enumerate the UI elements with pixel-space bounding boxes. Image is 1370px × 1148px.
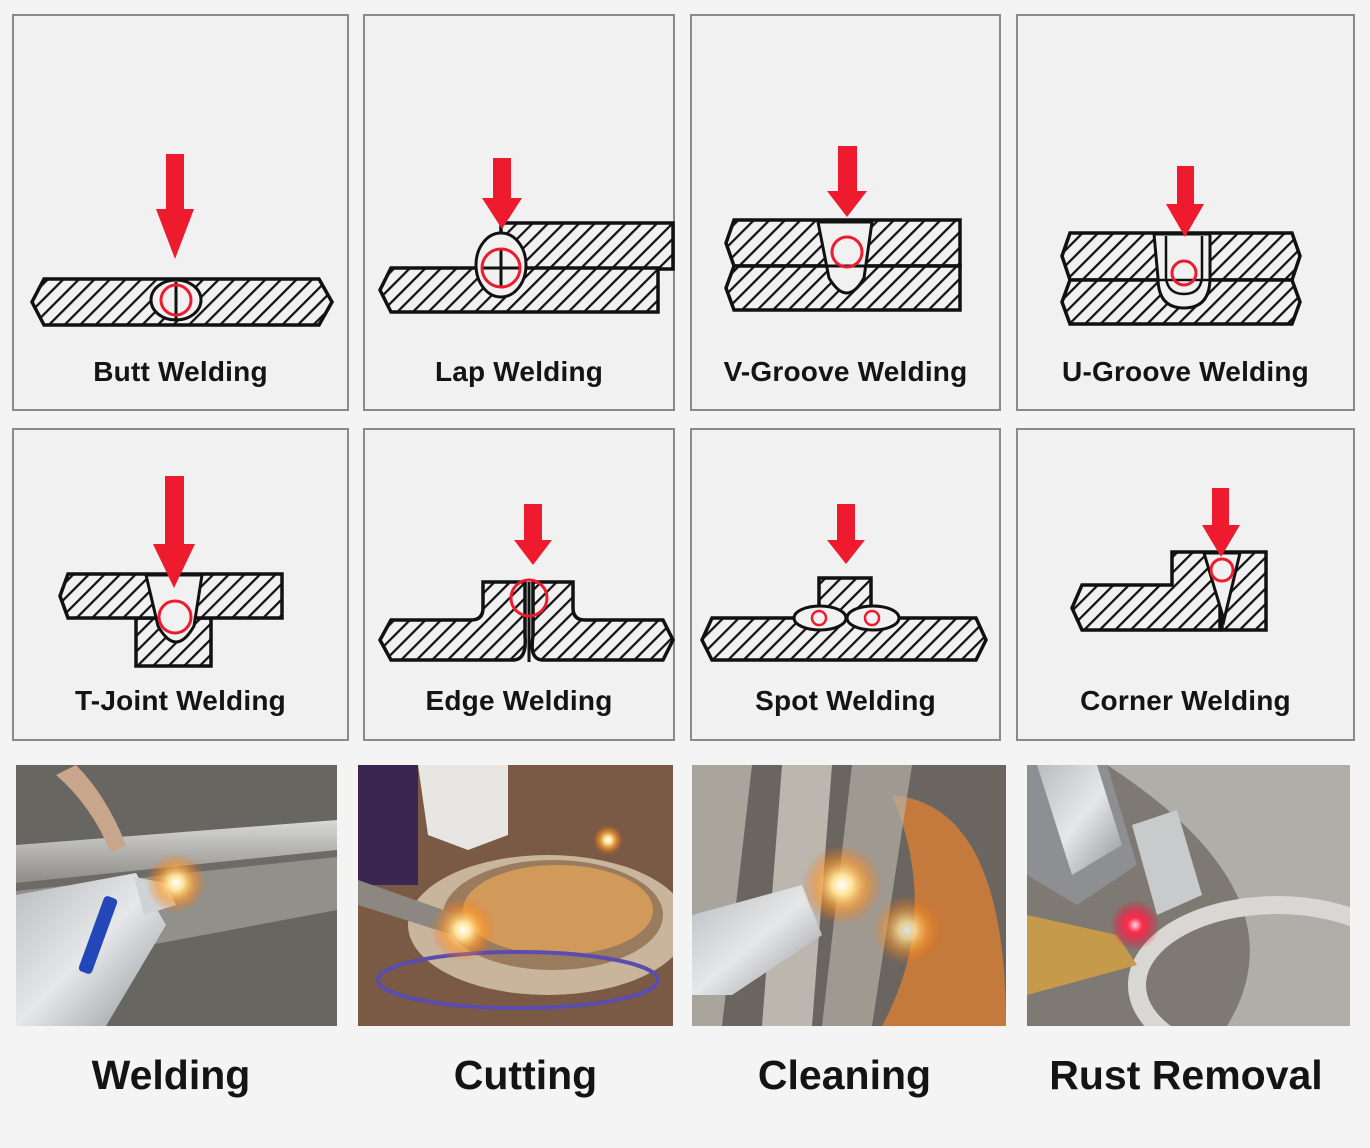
- edge-welding-card: Edge Welding: [363, 428, 675, 741]
- application-label: Welding: [91, 1052, 251, 1098]
- joint-label: Lap Welding: [434, 356, 604, 387]
- joint-label: Spot Welding: [755, 685, 936, 716]
- rust-removal-photo: [1027, 765, 1350, 1026]
- joint-label: Butt Welding: [93, 356, 268, 387]
- v-groove-welding-diagram: [724, 146, 962, 312]
- lap-welding-diagram: [378, 158, 675, 314]
- application-label: Cleaning: [757, 1052, 932, 1098]
- arrow-down-icon: [156, 154, 194, 259]
- joint-label: Corner Welding: [1080, 685, 1291, 716]
- t-joint-welding-diagram: [58, 476, 284, 668]
- butt-welding-diagram: [30, 154, 335, 327]
- arrow-down-icon: [827, 146, 867, 217]
- corner-welding-card: Corner Welding: [1016, 428, 1355, 741]
- spot-welding-diagram: [700, 504, 988, 662]
- arrow-down-icon: [153, 476, 195, 588]
- edge-welding-diagram: [378, 504, 675, 662]
- spot-welding-card: Spot Welding: [690, 428, 1001, 741]
- arrow-down-icon: [1166, 166, 1204, 237]
- cutting-photo: [358, 765, 673, 1026]
- application-label: Cutting: [453, 1052, 598, 1098]
- v-groove-welding-card: V-Groove Welding: [690, 14, 1001, 411]
- t-joint-welding-card: T-Joint Welding: [12, 428, 349, 741]
- arrow-down-icon: [514, 504, 552, 565]
- u-groove-welding-diagram: [1060, 166, 1302, 326]
- arrow-down-icon: [482, 158, 522, 229]
- arrow-down-icon: [1202, 488, 1240, 557]
- corner-welding-diagram: [1070, 488, 1268, 632]
- joint-label: V-Groove Welding: [723, 356, 968, 387]
- arrow-down-icon: [827, 504, 865, 564]
- application-label: Rust Removal: [1049, 1052, 1323, 1098]
- u-groove-welding-card: U-Groove Welding: [1016, 14, 1355, 411]
- cleaning-photo: [692, 765, 1006, 1026]
- joint-label: U-Groove Welding: [1062, 356, 1309, 387]
- joint-label: Edge Welding: [425, 685, 613, 716]
- welding-photo: [16, 765, 337, 1026]
- butt-welding-card: Butt Welding: [12, 14, 349, 411]
- lap-welding-card: Lap Welding: [363, 14, 675, 411]
- joint-label: T-Joint Welding: [75, 685, 286, 716]
